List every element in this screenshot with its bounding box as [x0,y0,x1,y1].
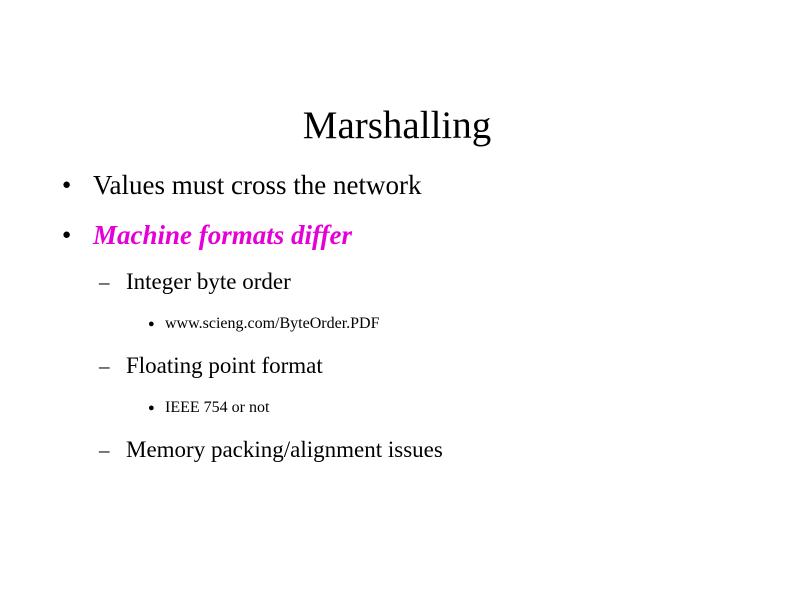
outline-text: Values must cross the network [93,170,422,200]
outline-text-url: www.scieng.com/ByteOrder.PDF [165,315,380,332]
bullet-disc-icon: ● [62,227,72,243]
bullet-dash-icon: – [99,438,110,462]
outline-item-level3: ● www.scieng.com/ByteOrder.PDF [0,304,794,344]
outline-item-level1-accent: ● Machine formats differ [0,210,794,260]
outline-text: Floating point format [126,353,323,378]
bullet-disc-icon: ● [62,177,72,193]
bullet-disc-icon: ● [148,402,155,414]
outline-text: Memory packing/alignment issues [126,437,443,462]
bullet-disc-icon: ● [148,318,155,330]
bullet-dash-icon: – [99,270,110,294]
outline-text-highlighted: Machine formats differ [93,220,353,250]
bullet-dash-icon: – [99,354,110,378]
slide-body-outline: ● Values must cross the network ● Machin… [0,160,794,472]
outline-item-level2: – Memory packing/alignment issues [0,428,794,472]
outline-text: IEEE 754 or not [165,399,270,416]
outline-item-level1: ● Values must cross the network [0,160,794,210]
slide-title: Marshalling [302,104,492,148]
outline-item-level3: ● IEEE 754 or not [0,388,794,428]
outline-item-level2: – Integer byte order [0,260,794,304]
outline-item-level2: – Floating point format [0,344,794,388]
outline-text: Integer byte order [126,269,291,294]
